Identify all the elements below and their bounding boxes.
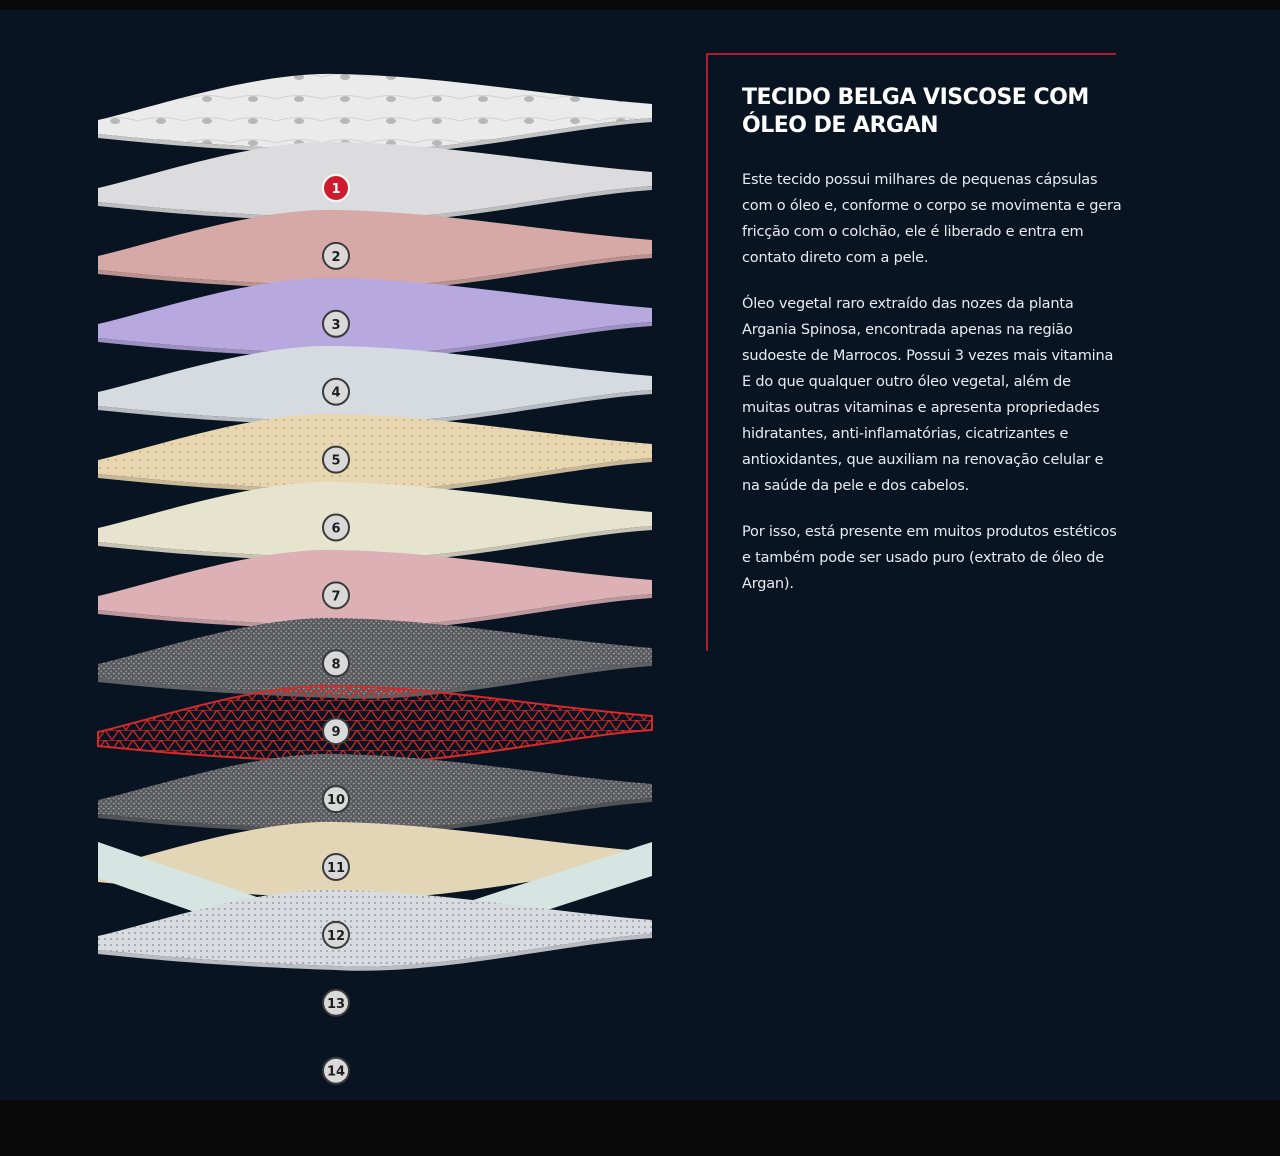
layer-badge-2[interactable]: 2: [322, 241, 350, 270]
layer-9-surface: [98, 617, 652, 695]
layer-3-edge: [98, 254, 652, 291]
layer-badge-number: 13: [327, 997, 345, 1012]
layer-7-edge: [98, 526, 652, 563]
layer-2-edge: [98, 186, 652, 223]
layer-6-perforation: [98, 413, 652, 491]
info-body: Este tecido possui milhares de pequenas …: [742, 167, 1122, 617]
layer-badge-circle: [322, 1056, 350, 1085]
layer-badge-circle: [322, 649, 350, 678]
layer-badge-number: 11: [327, 861, 345, 876]
layer-badge-11[interactable]: 11: [322, 853, 350, 881]
layer-badge-circle: [322, 853, 350, 881]
layer-8-surface: [98, 549, 652, 627]
layer-10-surface: [97, 684, 653, 764]
layer-badge-1[interactable]: 1: [322, 174, 350, 202]
layer-10-slab[interactable]: [97, 684, 653, 764]
layer-badge-circle: [322, 717, 350, 746]
info-title: TECIDO BELGA VISCOSE COM ÓLEO DE ARGAN: [742, 85, 1089, 138]
layer-11-slab[interactable]: [98, 753, 652, 835]
layer-2-surface: [98, 141, 652, 219]
top-bar: [0, 0, 1280, 10]
layer-badge-10[interactable]: 10: [322, 785, 350, 814]
layer-badge-number: 12: [327, 929, 345, 944]
layer-badge-circle: [322, 785, 350, 814]
layer-badge-7[interactable]: 7: [322, 581, 350, 610]
layer-badge-number: 2: [331, 250, 340, 265]
layer-5-edge: [98, 390, 652, 427]
layer-badge-number: 3: [331, 318, 340, 333]
layer-badge-4[interactable]: 4: [322, 377, 350, 406]
layer-badge-number: 5: [331, 454, 340, 469]
layer-8-edge: [98, 594, 652, 631]
layer-badge-6[interactable]: 6: [322, 513, 350, 542]
layer-badge-number: 6: [331, 522, 340, 537]
layer-badge-circle: [322, 241, 350, 270]
layer-badge-9[interactable]: 9: [322, 717, 350, 746]
layer-badge-circle: [322, 174, 350, 202]
layer-8-slab[interactable]: [98, 549, 652, 631]
layer-6-edge: [98, 458, 652, 495]
info-paragraph-3: Por isso, está presente em muitos produt…: [742, 524, 1117, 592]
layer-badge-13[interactable]: 13: [322, 988, 350, 1017]
info-paragraph-2: Óleo vegetal raro extraído das nozes da …: [742, 296, 1114, 494]
layer-badge-number: 8: [331, 657, 340, 672]
layer-badge-number: 14: [327, 1065, 345, 1080]
layer-11-surface: [98, 753, 652, 831]
layer-3-slab[interactable]: [98, 209, 652, 291]
layer-badge-14[interactable]: 14: [322, 1056, 350, 1085]
layer-badge-circle: [322, 513, 350, 542]
layer-4-slab[interactable]: [98, 277, 652, 359]
layer-badge-number: 7: [331, 589, 340, 604]
layer-badge-3[interactable]: 3: [322, 309, 350, 338]
layer-13-slab[interactable]: [98, 889, 652, 971]
layer-13-mesh: [98, 889, 652, 967]
layer-badge-circle: [322, 581, 350, 610]
layer-13-edge: [98, 934, 652, 971]
layer-badge-number: 9: [331, 725, 340, 740]
layer-6-slab[interactable]: [98, 413, 652, 495]
layer-5-slab[interactable]: [98, 345, 652, 427]
layer-5-surface: [98, 345, 652, 423]
layer-1-edge: [98, 118, 652, 155]
layer-badge-circle: [322, 988, 350, 1017]
layer-badge-8[interactable]: 8: [322, 649, 350, 678]
layer-4-edge: [98, 322, 652, 359]
layer-1-slab[interactable]: [98, 73, 652, 155]
layer-badge-circle: [322, 309, 350, 338]
layer-4-surface: [98, 277, 652, 355]
layer-badge-12[interactable]: 12: [322, 920, 350, 949]
layer-7-surface: [98, 481, 652, 559]
layer-9-edge: [98, 662, 652, 699]
layer-1-surface: [98, 73, 652, 151]
layer-badge-number: 4: [331, 386, 340, 401]
layer-11-edge: [98, 798, 652, 835]
layer-badge-5[interactable]: 5: [322, 445, 350, 474]
layer-badge-circle: [322, 377, 350, 406]
bottom-bar: [0, 1100, 1280, 1156]
layer-badge-number: 10: [327, 793, 345, 808]
layer-9-slab[interactable]: [98, 617, 652, 699]
layer-3-surface: [98, 209, 652, 287]
layer-2-slab[interactable]: [98, 141, 652, 223]
layer-badge-number: 1: [331, 182, 340, 197]
layer-12-base: [98, 821, 652, 899]
layer-badge-circle: [322, 920, 350, 949]
info-paragraph-1: Este tecido possui milhares de pequenas …: [742, 172, 1122, 266]
layer-7-slab[interactable]: [98, 481, 652, 563]
layer-badge-circle: [322, 445, 350, 474]
info-panel-frame: [706, 53, 1116, 651]
